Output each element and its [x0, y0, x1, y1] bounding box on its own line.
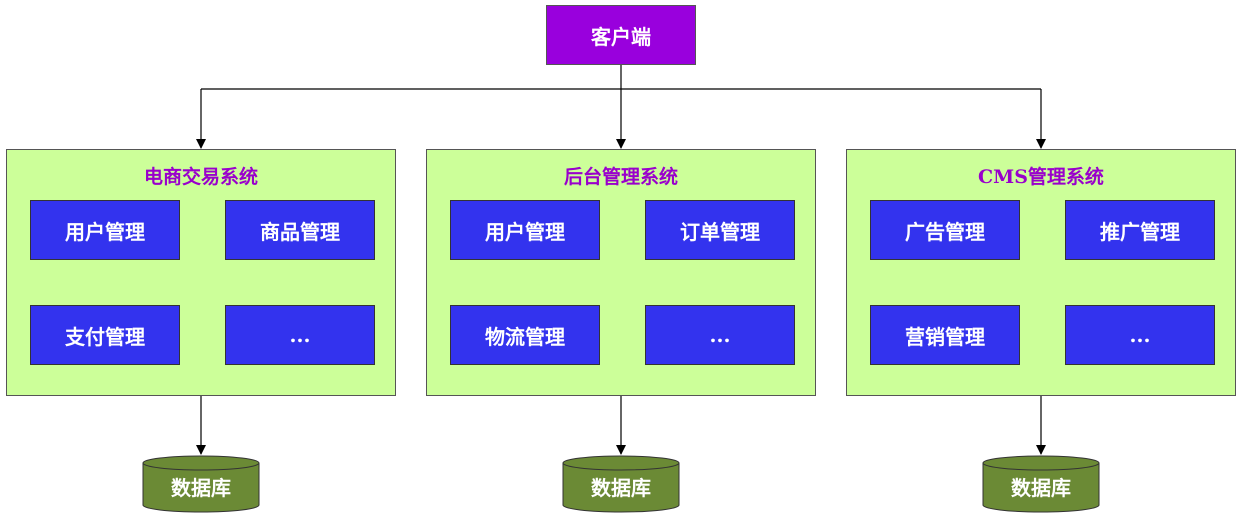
module-label: ... [289, 323, 311, 347]
database-cylinder: 数据库 [562, 455, 680, 513]
module-label: ... [1129, 323, 1151, 347]
system-ecommerce: 电商交易系统 用户管理 商品管理 支付管理 ... [6, 149, 396, 396]
system-title: 后台管理系统 [563, 166, 678, 188]
database-cylinder: 数据库 [142, 455, 260, 513]
database-icon [142, 455, 260, 513]
module-box: 广告管理 [870, 200, 1020, 260]
module-box: ... [1065, 305, 1215, 365]
database-cylinder: 数据库 [982, 455, 1100, 513]
database-label: 数据库 [171, 476, 231, 500]
system-title: 电商交易系统 [143, 166, 258, 188]
module-label: 用户管理 [485, 219, 565, 244]
module-box: ... [645, 305, 795, 365]
module-box: 用户管理 [450, 200, 600, 260]
module-box: 推广管理 [1065, 200, 1215, 260]
module-label: 推广管理 [1100, 219, 1180, 244]
system-backend: 后台管理系统 用户管理 订单管理 物流管理 ... [426, 149, 816, 396]
module-label: 广告管理 [905, 219, 985, 244]
module-label: 支付管理 [65, 324, 145, 349]
module-box: ... [225, 305, 375, 365]
client-box: 客户端 [546, 5, 696, 65]
module-label: 订单管理 [680, 219, 760, 244]
module-label: 商品管理 [260, 219, 340, 244]
module-label: 物流管理 [485, 324, 565, 349]
module-box: 支付管理 [30, 305, 180, 365]
module-label: ... [709, 323, 731, 347]
database-label: 数据库 [1011, 476, 1071, 500]
database-label: 数据库 [591, 476, 651, 500]
module-box: 用户管理 [30, 200, 180, 260]
database-icon [562, 455, 680, 513]
system-cms: CMS管理系统 广告管理 推广管理 营销管理 ... [846, 149, 1236, 396]
client-label: 客户端 [591, 24, 651, 49]
module-box: 商品管理 [225, 200, 375, 260]
system-title: CMS管理系统 [978, 166, 1104, 188]
database-icon [982, 455, 1100, 513]
module-label: 营销管理 [905, 324, 985, 349]
module-box: 营销管理 [870, 305, 1020, 365]
module-box: 物流管理 [450, 305, 600, 365]
module-label: 用户管理 [65, 219, 145, 244]
module-box: 订单管理 [645, 200, 795, 260]
